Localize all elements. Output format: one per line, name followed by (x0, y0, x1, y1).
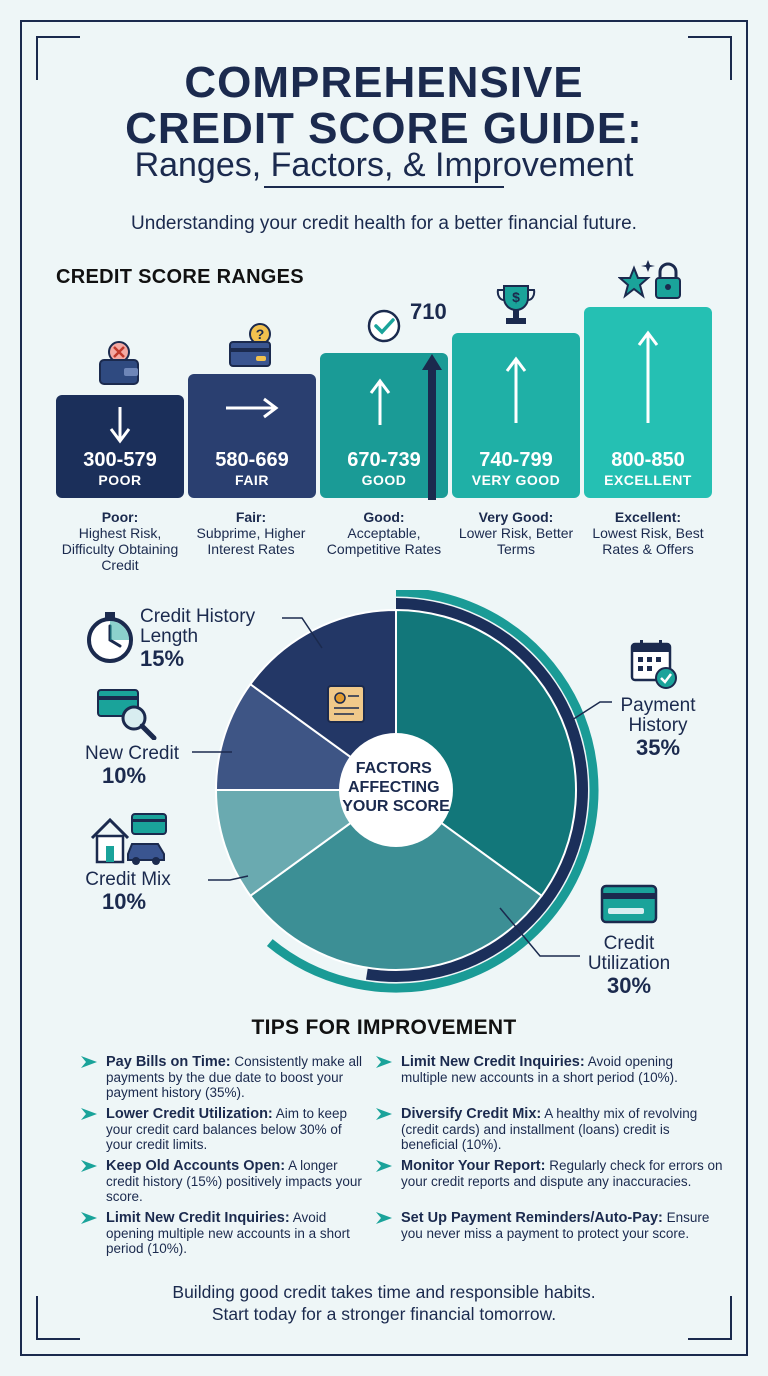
range-desc-poor: Poor:Highest Risk, Difficulty Obtaining … (61, 509, 179, 573)
score-marker-value: 710 (410, 299, 447, 324)
range-desc-excellent: Excellent:Lowest Risk, Best Rates & Offe… (592, 509, 704, 557)
chevron-bullet-icon (376, 1212, 392, 1224)
tip-item: Monitor Your Report: Regularly check for… (376, 1158, 723, 1189)
ranges-heading: CREDIT SCORE RANGES (56, 266, 304, 288)
title-line-2: CREDIT SCORE GUIDE: (125, 104, 643, 153)
chevron-bullet-icon (81, 1108, 97, 1120)
range-level: GOOD (361, 472, 407, 488)
range-value: 670-739 (347, 449, 421, 471)
wallet-x-icon (99, 341, 139, 385)
range-value: 580-669 (215, 449, 289, 471)
range-desc-very-good: Very Good:Lower Risk, Better Terms (458, 509, 574, 557)
range-level: EXCELLENT (604, 472, 692, 488)
range-level: FAIR (235, 472, 269, 488)
star-lock-icon (618, 260, 681, 299)
pie-slice-credit-utilization (248, 788, 544, 971)
document-icon (327, 685, 365, 723)
outer-ring-dark (365, 598, 588, 982)
corner-ornament (688, 36, 732, 80)
title-line-1: COMPREHENSIVE (184, 58, 584, 107)
stopwatch-icon (87, 612, 133, 663)
trophy-icon: $ (496, 285, 536, 324)
svg-text:$: $ (512, 289, 520, 305)
chevron-bullet-icon (376, 1160, 392, 1172)
tip-item: Set Up Payment Reminders/Auto-Pay: Ensur… (376, 1210, 723, 1241)
tips-heading: TIPS FOR IMPROVEMENT (251, 1016, 517, 1039)
arrow-down-icon (109, 407, 131, 444)
outer-ring-teal (266, 590, 599, 993)
range-value: 300-579 (83, 449, 157, 471)
credit-card-icon (600, 884, 658, 924)
arrow-up-icon (369, 378, 391, 425)
corner-ornament (36, 36, 80, 80)
corner-ornament (688, 1296, 732, 1340)
outer-frame (20, 20, 748, 1356)
range-value: 800-850 (611, 449, 685, 471)
footer-line-1: Building good credit takes time and resp… (172, 1282, 596, 1302)
pie-slice-credit-history-length (248, 608, 397, 792)
pie-center-label: FACTORS AFFECTING YOUR SCORE (342, 760, 450, 815)
range-level: VERY GOOD (471, 472, 561, 488)
tip-item: Limit New Credit Inquiries: Avoid openin… (81, 1210, 368, 1256)
card-question-icon: ? (229, 323, 271, 367)
arrow-up-icon (505, 356, 527, 423)
range-desc-fair: Fair:Subprime, Higher Interest Rates (196, 509, 306, 557)
corner-ornament (36, 1296, 80, 1340)
chevron-bullet-icon (376, 1108, 392, 1120)
factor-label-new-credit: New Credit 10% (85, 743, 179, 788)
chevron-bullet-icon (376, 1056, 392, 1068)
footer-line-2: Start today for a stronger financial tom… (211, 1304, 557, 1324)
factor-label-utilization: Credit Utilization 30% (587, 933, 671, 998)
tip-item: Keep Old Accounts Open: A longer credit … (81, 1158, 368, 1204)
leader-line (499, 907, 580, 957)
factor-label-history: Credit History Length 15% (140, 606, 256, 671)
range-desc-good: Good:Acceptable, Competitive Rates (326, 509, 442, 557)
chevron-bullet-icon (81, 1160, 97, 1172)
tip-item: Pay Bills on Time: Consistently make all… (81, 1054, 368, 1100)
range-bar-excellent: 800-850 EXCELLENT (584, 307, 712, 498)
score-marker-arrow-icon (422, 354, 442, 500)
title-line-3: Ranges, Factors, & Improvement (134, 146, 634, 184)
tip-item: Lower Credit Utilization: Aim to keep yo… (81, 1106, 368, 1152)
arrow-right-icon (226, 397, 279, 419)
checkmark-icon (367, 309, 401, 343)
range-value: 740-799 (479, 449, 553, 471)
arrow-up-icon (637, 330, 659, 423)
leader-line (571, 701, 612, 721)
chevron-bullet-icon (81, 1212, 97, 1224)
title-divider (264, 186, 504, 188)
range-bar-good: 670-739 GOOD (320, 353, 448, 498)
range-bar-very-good: 740-799 VERY GOOD (452, 333, 580, 498)
tip-item: Limit New Credit Inquiries: Avoid openin… (376, 1054, 723, 1085)
factors-pie-chart: FACTORS AFFECTING YOUR SCORE (192, 590, 612, 993)
range-bar-fair: 580-669 FAIR (188, 374, 316, 498)
range-level: POOR (98, 472, 142, 488)
pie-slice-payment-history (395, 608, 577, 898)
calendar-check-icon (630, 640, 677, 689)
chevron-bullet-icon (81, 1056, 97, 1068)
house-car-icon (90, 813, 167, 865)
card-magnifier-icon (97, 689, 157, 740)
range-bar-poor: 300-579 POOR (56, 395, 184, 498)
pie-center-hole (339, 733, 453, 847)
svg-text:?: ? (256, 326, 265, 342)
leader-line (208, 875, 249, 881)
factor-label-credit-mix: Credit Mix 10% (85, 869, 171, 914)
factor-label-payment: Payment History 35% (620, 695, 696, 760)
leader-line (282, 617, 323, 649)
subtitle: Understanding your credit health for a b… (131, 213, 637, 234)
tip-item: Diversify Credit Mix: A healthy mix of r… (376, 1106, 723, 1152)
